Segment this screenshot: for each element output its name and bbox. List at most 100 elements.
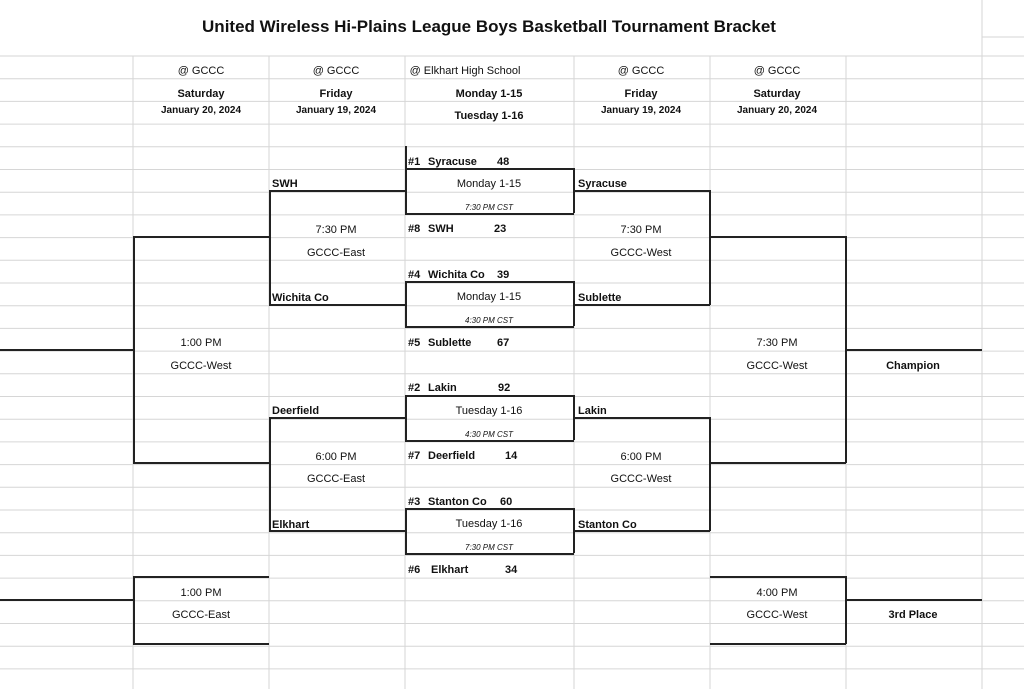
- bracket-line: [574, 417, 710, 419]
- team-name: Elkhart: [431, 564, 469, 576]
- team-name: Sublette: [428, 337, 472, 349]
- game-site: GCCC-East: [306, 473, 366, 485]
- bracket-line: [133, 462, 269, 464]
- game-site: GCCC-West: [170, 360, 232, 372]
- bracket-line: [269, 417, 271, 531]
- bracket-line: [574, 190, 710, 192]
- score: 48: [497, 156, 510, 168]
- game-site: GCCC-East: [171, 609, 231, 621]
- col1-venue: @ GCCC: [177, 65, 225, 77]
- game-time: 7:30 PM: [756, 337, 798, 349]
- seed: #7: [408, 450, 421, 462]
- game-time: 7:30 PM: [315, 224, 357, 236]
- game-site: GCCC-West: [610, 473, 672, 485]
- bracket-line: [405, 281, 407, 326]
- seed: #4: [408, 269, 421, 281]
- game-day: Tuesday 1-16: [455, 518, 523, 530]
- seed: #2: [408, 382, 421, 394]
- bracket-line: [573, 168, 575, 213]
- winner-team: Lakin: [578, 405, 607, 417]
- bracket-line: [405, 395, 407, 440]
- col1-day: Saturday: [177, 88, 225, 100]
- score: 23: [494, 223, 507, 235]
- bracket-line: [405, 168, 574, 170]
- bracket-line: [574, 304, 710, 306]
- game-time: 1:00 PM: [180, 337, 222, 349]
- col2-date: January 19, 2024: [295, 105, 377, 116]
- seed: #8: [408, 223, 421, 235]
- bracket-line: [709, 417, 711, 531]
- game-site: GCCC-West: [746, 360, 808, 372]
- bracket-line: [573, 281, 575, 326]
- game-time: 6:00 PM: [315, 451, 357, 463]
- bracket-line: [269, 190, 405, 192]
- col2-day: Friday: [319, 88, 353, 100]
- bracket-line: [405, 213, 574, 215]
- team-name: Deerfield: [428, 450, 476, 462]
- champion-label: Champion: [886, 360, 940, 372]
- bracket-line: [133, 236, 269, 238]
- page-title: United Wireless Hi-Plains League Boys Ba…: [202, 17, 776, 36]
- bracket-line: [710, 643, 846, 645]
- consolation-team: Elkhart: [272, 519, 310, 531]
- bracket-line: [710, 576, 846, 578]
- bracket-line: [710, 462, 846, 464]
- game-day: Tuesday 1-16: [455, 405, 523, 417]
- bracket-line: [133, 236, 135, 463]
- bracket-line: [574, 530, 710, 532]
- col2-venue: @ GCCC: [312, 65, 360, 77]
- bracket-line: [133, 576, 269, 578]
- bracket-line: [709, 190, 711, 305]
- bracket-line: [710, 236, 846, 238]
- winner-team: Stanton Co: [578, 519, 637, 531]
- game-site: GCCC-West: [746, 609, 808, 621]
- col5-venue: @ GCCC: [753, 65, 801, 77]
- bracket-line: [269, 530, 405, 532]
- bracket-line: [405, 553, 574, 555]
- col4-date: January 19, 2024: [600, 105, 682, 116]
- game-time: 4:30 PM CST: [464, 430, 514, 439]
- col3-day: Monday 1-15: [455, 88, 523, 100]
- seed: #3: [408, 496, 421, 508]
- team-name: Stanton Co: [428, 496, 487, 508]
- winner-team: Syracuse: [578, 178, 627, 190]
- game-time: 4:30 PM CST: [464, 316, 514, 325]
- bracket-line: [269, 304, 405, 306]
- bracket-line: [269, 190, 271, 305]
- score: 67: [497, 337, 510, 349]
- consolation-team: Wichita Co: [272, 292, 329, 304]
- score: 92: [498, 382, 511, 394]
- bracket-line: [573, 395, 575, 440]
- team-name: Syracuse: [428, 156, 477, 168]
- col5-date: January 20, 2024: [736, 105, 818, 116]
- score: 60: [500, 496, 513, 508]
- consolation-team: SWH: [272, 178, 298, 190]
- bracket-line: [269, 417, 405, 419]
- bracket-line: [846, 599, 982, 601]
- game-day: Monday 1-15: [456, 291, 522, 303]
- col4-day: Friday: [624, 88, 658, 100]
- col3-venue: @ Elkhart High School: [409, 65, 521, 77]
- bracket-line: [846, 349, 982, 351]
- bracket-line: [0, 599, 133, 601]
- bracket-line: [845, 576, 847, 644]
- bracket-line: [405, 326, 574, 328]
- col1-date: January 20, 2024: [160, 105, 242, 116]
- winner-team: Sublette: [578, 292, 622, 304]
- third-place-label: 3rd Place: [888, 609, 938, 621]
- bracket-line: [405, 281, 574, 283]
- bracket-line: [405, 508, 574, 510]
- game-time: 4:00 PM: [756, 587, 798, 599]
- bracket-line: [405, 440, 574, 442]
- team-name: Wichita Co: [428, 269, 485, 281]
- score: 34: [505, 564, 518, 576]
- seed: #5: [408, 337, 421, 349]
- score: 14: [505, 450, 518, 462]
- team-name: SWH: [428, 223, 454, 235]
- bracket-line: [0, 349, 133, 351]
- game-time: 1:00 PM: [180, 587, 222, 599]
- bracket-line: [405, 395, 574, 397]
- seed: #1: [408, 156, 421, 168]
- bracket-line: [405, 508, 407, 553]
